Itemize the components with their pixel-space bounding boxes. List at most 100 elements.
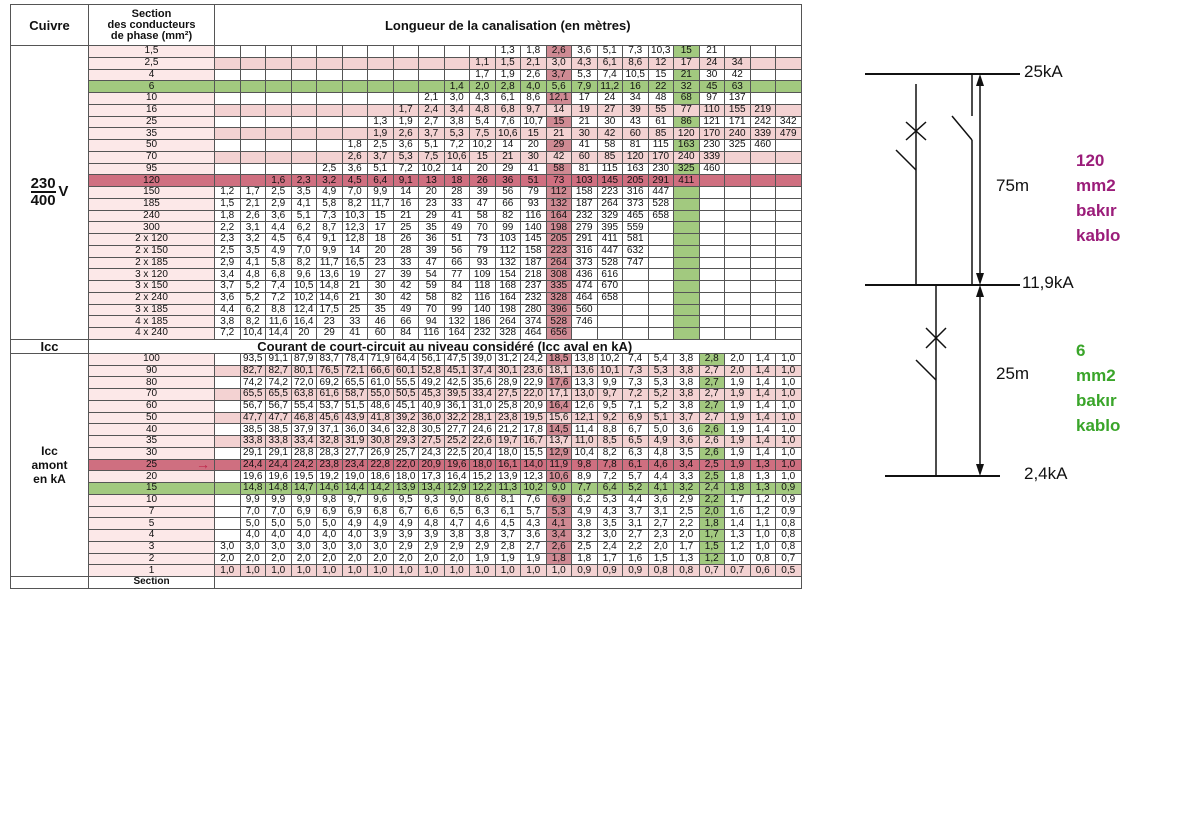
icc-cell: 56,7 [265, 399, 292, 413]
icc-cell: 2,0 [265, 552, 292, 566]
icc-cell: 1,6 [724, 505, 751, 519]
icc-cell: 1,2 [749, 505, 776, 519]
length-cell: 528 [647, 197, 674, 211]
icc-cell: 1,9 [724, 399, 751, 413]
length-cell: 97 [698, 92, 725, 105]
icc-cell: 38,5 [239, 423, 266, 436]
icc-cell: 4,0 [341, 529, 368, 542]
icc-cell: 1,2 [749, 493, 776, 507]
icc-cell: 2,0 [316, 552, 343, 566]
length-cell: 7,5 [469, 127, 496, 140]
length-cell: 291 [571, 233, 598, 246]
icc-cell: 1,0 [775, 458, 802, 472]
icc-cell: 10,1 [596, 364, 623, 378]
icc-cell: 47,7 [239, 411, 266, 425]
icc-cell: 1,3 [749, 482, 776, 495]
length-cell: 54 [418, 268, 445, 281]
length-cell [316, 92, 343, 105]
icc-cell: 1,9 [724, 446, 751, 460]
length-cell: 2,1 [418, 92, 445, 105]
section-cell: 2,5 [88, 56, 215, 70]
length-cell [290, 115, 317, 129]
icc-cell: 1,4 [749, 399, 776, 413]
length-cell: 10,2 [290, 291, 317, 305]
length-cell: 7,2 [265, 291, 292, 305]
length-cell: 19 [341, 268, 368, 281]
icc-cell: 25,7 [392, 446, 419, 460]
length-cell: 14 [494, 139, 521, 152]
length-cell [775, 291, 802, 305]
icc-cell: 3,8 [673, 399, 700, 413]
icc-cell: 2,6 [698, 423, 725, 436]
icc-cell: 38,5 [265, 423, 292, 436]
length-cell [443, 56, 470, 70]
length-cell: 140 [469, 303, 496, 317]
icc-cell: 29,1 [239, 446, 266, 460]
length-cell [775, 45, 802, 58]
length-cell: 4,3 [469, 92, 496, 105]
length-cell: 73 [545, 174, 572, 187]
length-cell [290, 150, 317, 164]
icc-cell: 78,4 [341, 352, 368, 366]
icc-cell: 28,9 [494, 376, 521, 389]
icc-cell: 6,5 [443, 505, 470, 519]
icc-cell: 11,9 [545, 458, 572, 472]
length-cell [673, 244, 700, 258]
length-cell: 16 [392, 197, 419, 211]
length-cell [622, 268, 649, 281]
length-cell: 17 [367, 221, 394, 234]
length-cell [724, 303, 751, 317]
icc-cell: 0,8 [775, 529, 802, 542]
icc-amont-cell: 20 [88, 470, 215, 483]
icc-cell: 30,5 [418, 423, 445, 436]
length-cell: 21 [673, 68, 700, 82]
icc-cell: 3,8 [469, 529, 496, 542]
length-cell: 79 [469, 244, 496, 258]
length-cell: 10,7 [520, 115, 547, 129]
length-cell: 1,7 [392, 103, 419, 117]
icc-cell: 9,7 [341, 493, 368, 507]
icc-cell: 33,4 [469, 388, 496, 401]
icc-cell: 55,4 [290, 399, 317, 413]
length-cell: 12,1 [545, 92, 572, 105]
icc-cell: 5,0 [316, 517, 343, 530]
length-cell [239, 174, 266, 187]
length-cell: 158 [520, 244, 547, 258]
icc-cell: 4,9 [367, 517, 394, 530]
icc-cell: 17,1 [545, 388, 572, 401]
length-cell: 28 [392, 244, 419, 258]
length-cell: 20 [520, 139, 547, 152]
icc-cell: 1,9 [469, 552, 496, 566]
length-cell: 115 [647, 139, 674, 152]
length-cell: 82 [494, 209, 521, 223]
length-cell [290, 80, 317, 93]
length-cell [392, 45, 419, 58]
icc-cell [214, 352, 241, 366]
length-cell [775, 268, 802, 281]
length-cell: 3,2 [316, 174, 343, 187]
icc-cell: 25,2 [443, 435, 470, 448]
section-cell: 95 [88, 162, 215, 176]
icc-cell: 2,0 [392, 552, 419, 566]
icc-title: Courant de court-circuit au niveau consi… [88, 338, 802, 354]
length-cell [698, 244, 725, 258]
icc-cell: 18,6 [367, 470, 394, 483]
length-cell: 2,9 [265, 197, 292, 211]
length-cell: 30 [596, 115, 623, 129]
length-cell: 164 [494, 291, 521, 305]
icc-cell: 51,5 [341, 399, 368, 413]
length-cell: 2,1 [520, 56, 547, 70]
length-cell: 10,4 [239, 327, 266, 340]
length-cell [214, 139, 241, 152]
icc-cell: 1,4 [749, 364, 776, 378]
icc-cell: 1,8 [724, 470, 751, 483]
length-cell: 164 [443, 327, 470, 340]
icc-cell: 8,5 [596, 435, 623, 448]
length-cell: 6,4 [367, 174, 394, 187]
icc-cell: 29,1 [265, 446, 292, 460]
icc-cell: 23,4 [341, 458, 368, 472]
length-cell: 163 [622, 162, 649, 176]
